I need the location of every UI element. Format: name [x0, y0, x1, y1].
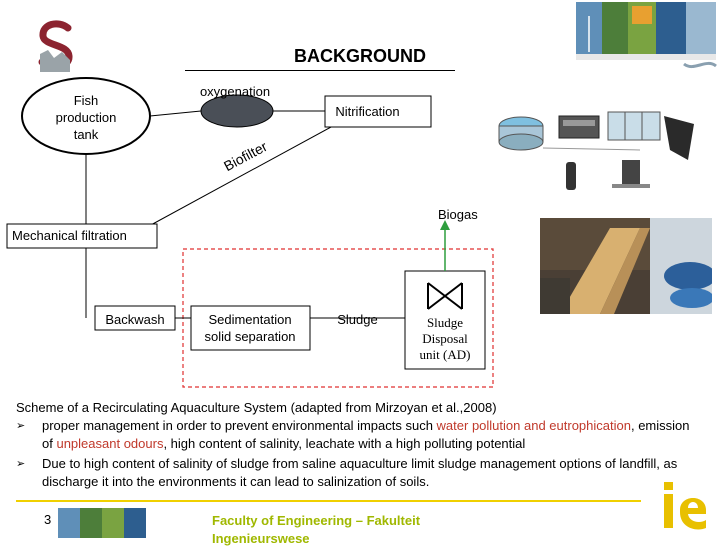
arrow-bullet-icon: ➢ — [16, 458, 26, 470]
backwash-box — [94, 305, 176, 331]
nitrification-label: Nitrification — [335, 104, 400, 119]
ie-logo — [664, 482, 706, 530]
sludge-disposal-box — [404, 270, 486, 370]
sedimentation-box — [190, 305, 311, 351]
header-photo-collage — [572, 2, 720, 70]
university-logo — [34, 20, 80, 72]
bullet-1-highlight-1: water pollution and eutrophication — [436, 418, 631, 433]
oxygenation-label: oxygenation — [199, 84, 271, 99]
bullet-1-highlight-2: unpleasant odours — [56, 436, 164, 451]
backwash-label: Backwash — [105, 312, 165, 327]
tank-oxygenation-line — [149, 110, 202, 117]
mechanical-filtration-label: Mechanical filtration — [12, 228, 127, 243]
bullet-text-2: Due to high content of salinity of sludg… — [42, 456, 678, 489]
ras-diagram — [6, 77, 694, 388]
sludge-label: Sludge — [337, 312, 378, 327]
bullet-item-2: ➢ Due to high content of salinity of slu… — [16, 455, 696, 491]
title-underline — [185, 70, 455, 71]
bullet-text-1: proper management in order to prevent en… — [42, 417, 692, 453]
sedimentation-label: Sedimentation solid separation — [204, 312, 296, 344]
bullet-1-part-3: , emission of — [42, 418, 690, 451]
ras-equipment-illustration — [498, 111, 694, 190]
mechanical-filtration-box — [6, 223, 158, 249]
sludge-disposal-label: Sludge Disposal unit (AD) — [419, 315, 471, 362]
page-number: 3 — [44, 512, 52, 527]
footer-photo-strip — [58, 508, 146, 538]
slide-title: BACKGROUND — [294, 46, 426, 66]
arrow-bullet-icon: ➢ — [16, 420, 26, 432]
bullet-1-part-5: , high content of salinity, leachate wit… — [163, 436, 526, 451]
biofilter-line — [137, 126, 332, 233]
aquaculture-tank-photo — [540, 218, 712, 314]
valve-icon — [427, 282, 463, 310]
bullet-1-part-1: proper management in order to prevent en… — [42, 418, 437, 433]
faculty-name: Faculty of Engineering – Fakulteit Ingen… — [212, 513, 421, 546]
biogas-arrowhead — [440, 220, 450, 230]
bullet-item-1: ➢ proper management in order to prevent … — [16, 417, 696, 453]
footer-divider — [16, 500, 641, 502]
biogas-label: Biogas — [438, 207, 478, 222]
fish-tank-label: Fish production tank — [55, 93, 117, 142]
figure-caption: Scheme of a Recirculating Aquaculture Sy… — [16, 400, 497, 415]
